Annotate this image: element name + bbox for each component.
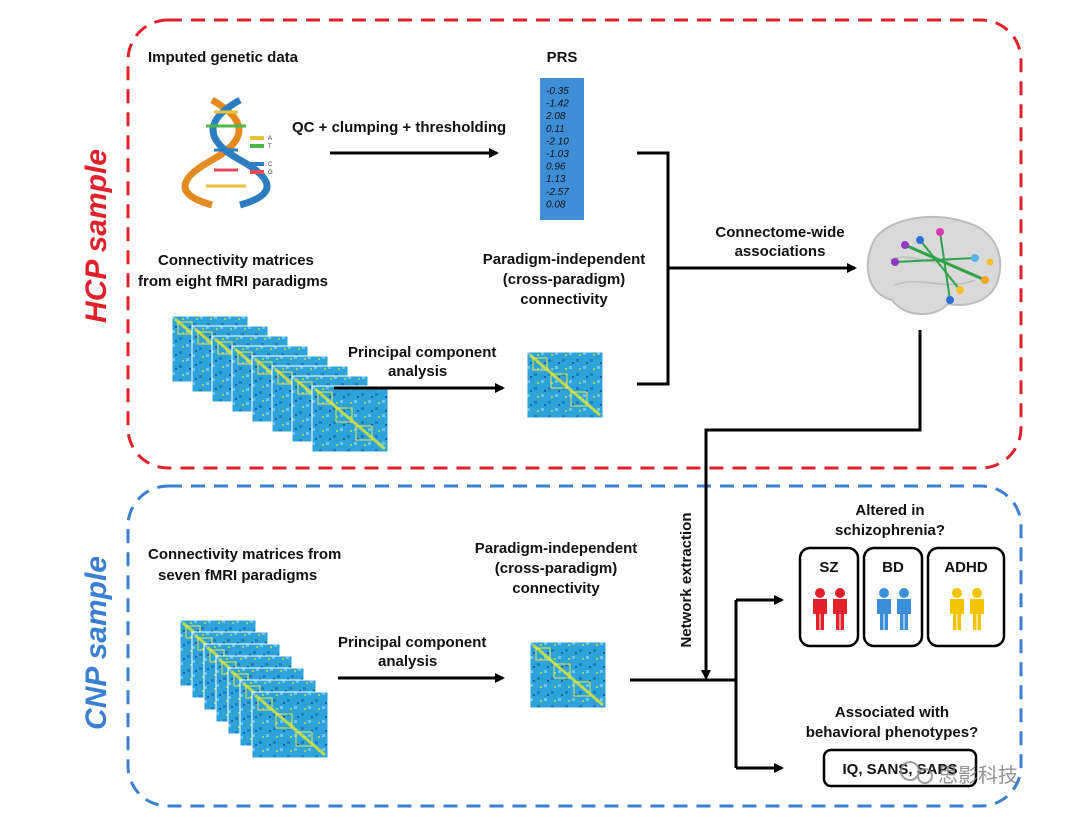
hcp-matrices-label-2: from eight fMRI paradigms [138,273,328,290]
prs-value: 2.08 [545,111,566,122]
connectivity-matrix [250,690,330,760]
cwa-label-2: associations [735,243,826,260]
cnp-pca-label-1: Principal component [338,634,486,651]
hcp-side-label: HCP sample [80,149,113,323]
hcp-panel: HCP sample [80,18,1023,470]
hcp-pi-label-1: Paradigm-independent [483,251,646,268]
prs-value: 0.96 [546,162,566,173]
cnp-pi-label-3: connectivity [512,580,600,597]
group-label-sz: SZ [819,559,838,576]
dna-letter-a: A [268,136,272,142]
cwa-label-1: Connectome-wide [715,224,844,241]
prs-value: -1.42 [546,99,569,110]
watermark-text: 思影科技 [938,763,1018,787]
group-label-adhd: ADHD [944,559,987,576]
phenotype-box [822,748,978,788]
dna-letter-c: C [268,162,273,168]
diagnosis-groups: SZ BD ADHD [798,546,1006,648]
cnp-pi-label-2: (cross-paradigm) [495,560,618,577]
prs-value: 0.11 [546,124,565,135]
altered-label-1: Altered in [855,502,924,519]
brain-network-icon [866,215,1002,316]
network-extraction-arrow [701,330,922,680]
prs-title: PRS [547,49,578,66]
cnp-matrix-stack [178,618,330,760]
prs-value: -2.10 [546,136,569,147]
watermark: 思影科技 [900,761,1018,787]
merge-bracket [637,151,670,386]
assoc-label-2: behavioral phenotypes? [806,724,979,741]
prs-value: 0.08 [546,199,566,210]
prs-column [540,78,584,220]
group-label-bd: BD [882,559,904,576]
hcp-matrices-label-1: Connectivity matrices [158,252,314,269]
prs-values: -0.35 -1.422.08 0.11-2.10 -1.03 0.961.13 -2.5… [545,86,569,210]
group-box-adhd [926,546,1006,648]
cnp-pi-matrix [528,640,608,710]
hcp-pca-label-2: analysis [388,363,447,380]
cnp-panel: CNP sample [80,484,1023,808]
network-extraction-label: Network extraction [678,512,695,647]
cnp-pca-label-2: analysis [378,653,437,670]
hcp-pi-label-3: connectivity [520,291,608,308]
dna-icon: A T C G [181,96,273,209]
qc-label: QC + clumping + thresholding [292,119,506,136]
prs-value: -0.35 [546,86,569,97]
dna-letter-g: G [268,170,273,176]
hcp-pca-label-1: Principal component [348,344,496,361]
cnp-matrices-label-1: Connectivity matrices from [148,546,341,563]
connectivity-matrix [310,384,390,454]
cnp-pi-label-1: Paradigm-independent [475,540,638,557]
cnp-matrices-label-2: seven fMRI paradigms [158,567,317,584]
hcp-pi-matrix [525,350,605,420]
prs-value: -2.57 [546,187,569,198]
cnp-side-label: CNP sample [80,556,113,730]
hcp-pi-label-2: (cross-paradigm) [503,271,626,288]
prs-value: 1.13 [546,174,566,185]
hcp-matrix-stack [170,314,390,454]
dna-letter-t: T [268,144,272,150]
genetic-data-label: Imputed genetic data [148,49,299,66]
phenotype-box-label: IQ, SANS, SAPS [842,761,957,778]
altered-label-2: schizophrenia? [835,522,945,539]
assoc-label-1: Associated with [835,704,949,721]
prs-value: -1.03 [546,149,569,160]
